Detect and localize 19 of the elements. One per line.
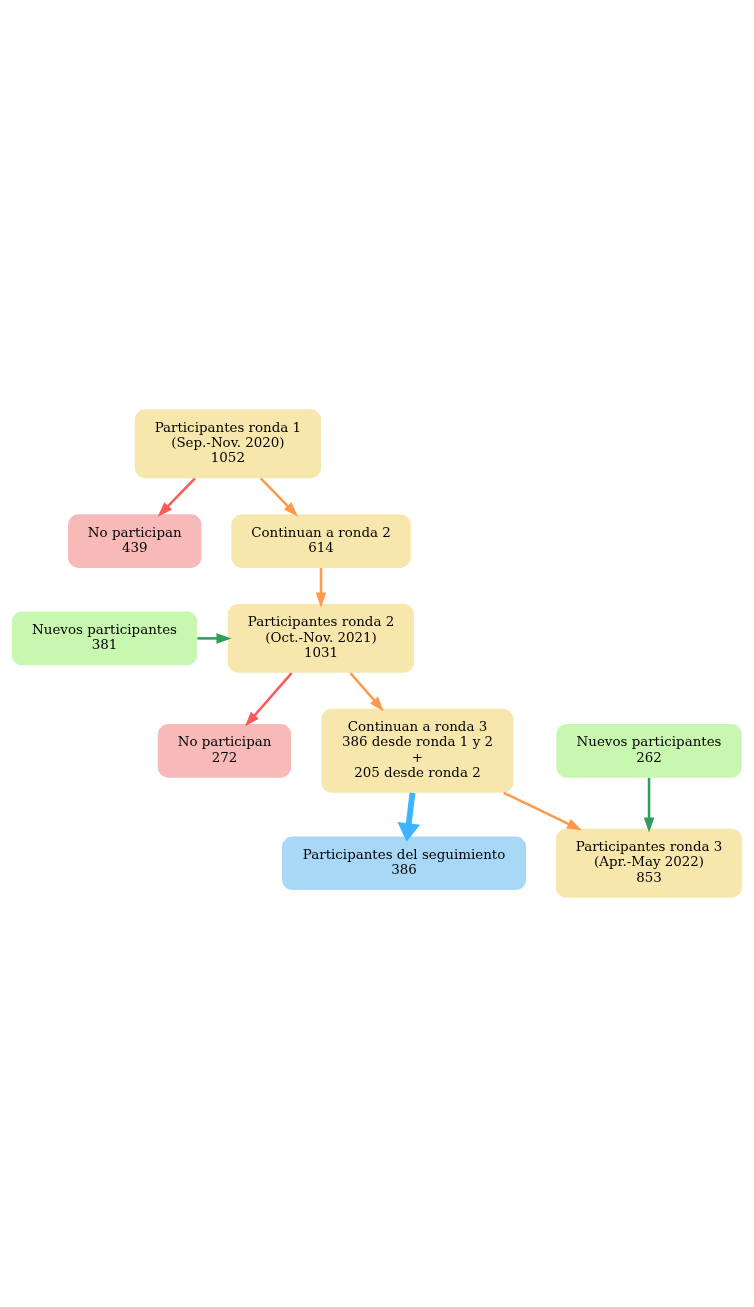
arrow <box>503 791 583 831</box>
arrow <box>643 777 655 833</box>
node-box: Continuan a ronda 3 386 desde ronda 1 y 2 + 205 desde ronda 2 <box>321 708 514 793</box>
node-box: Participantes ronda 3 (Apr.-May 2022) 853 <box>555 828 743 898</box>
node-box: No participan 272 <box>157 723 292 778</box>
node-box: Participantes ronda 2 (Oct.-Nov. 2021) 1031 <box>227 604 415 673</box>
arrow <box>244 672 293 727</box>
node-box: No participan 439 <box>68 514 202 568</box>
node-box: Participantes del seguimiento 386 <box>282 836 527 891</box>
node-box: Continuan a ronda 2 614 <box>231 514 411 568</box>
arrow <box>315 568 327 608</box>
arrow <box>397 792 421 842</box>
arrow <box>157 477 196 517</box>
arrow <box>259 477 299 517</box>
node-box: Nuevos participantes 262 <box>556 723 742 778</box>
node-box: Participantes ronda 1 (Sep.-Nov. 2020) 1052 <box>134 409 321 479</box>
node-box: Nuevos participantes 381 <box>11 611 198 666</box>
arrow <box>349 672 384 712</box>
arrow <box>197 633 232 644</box>
